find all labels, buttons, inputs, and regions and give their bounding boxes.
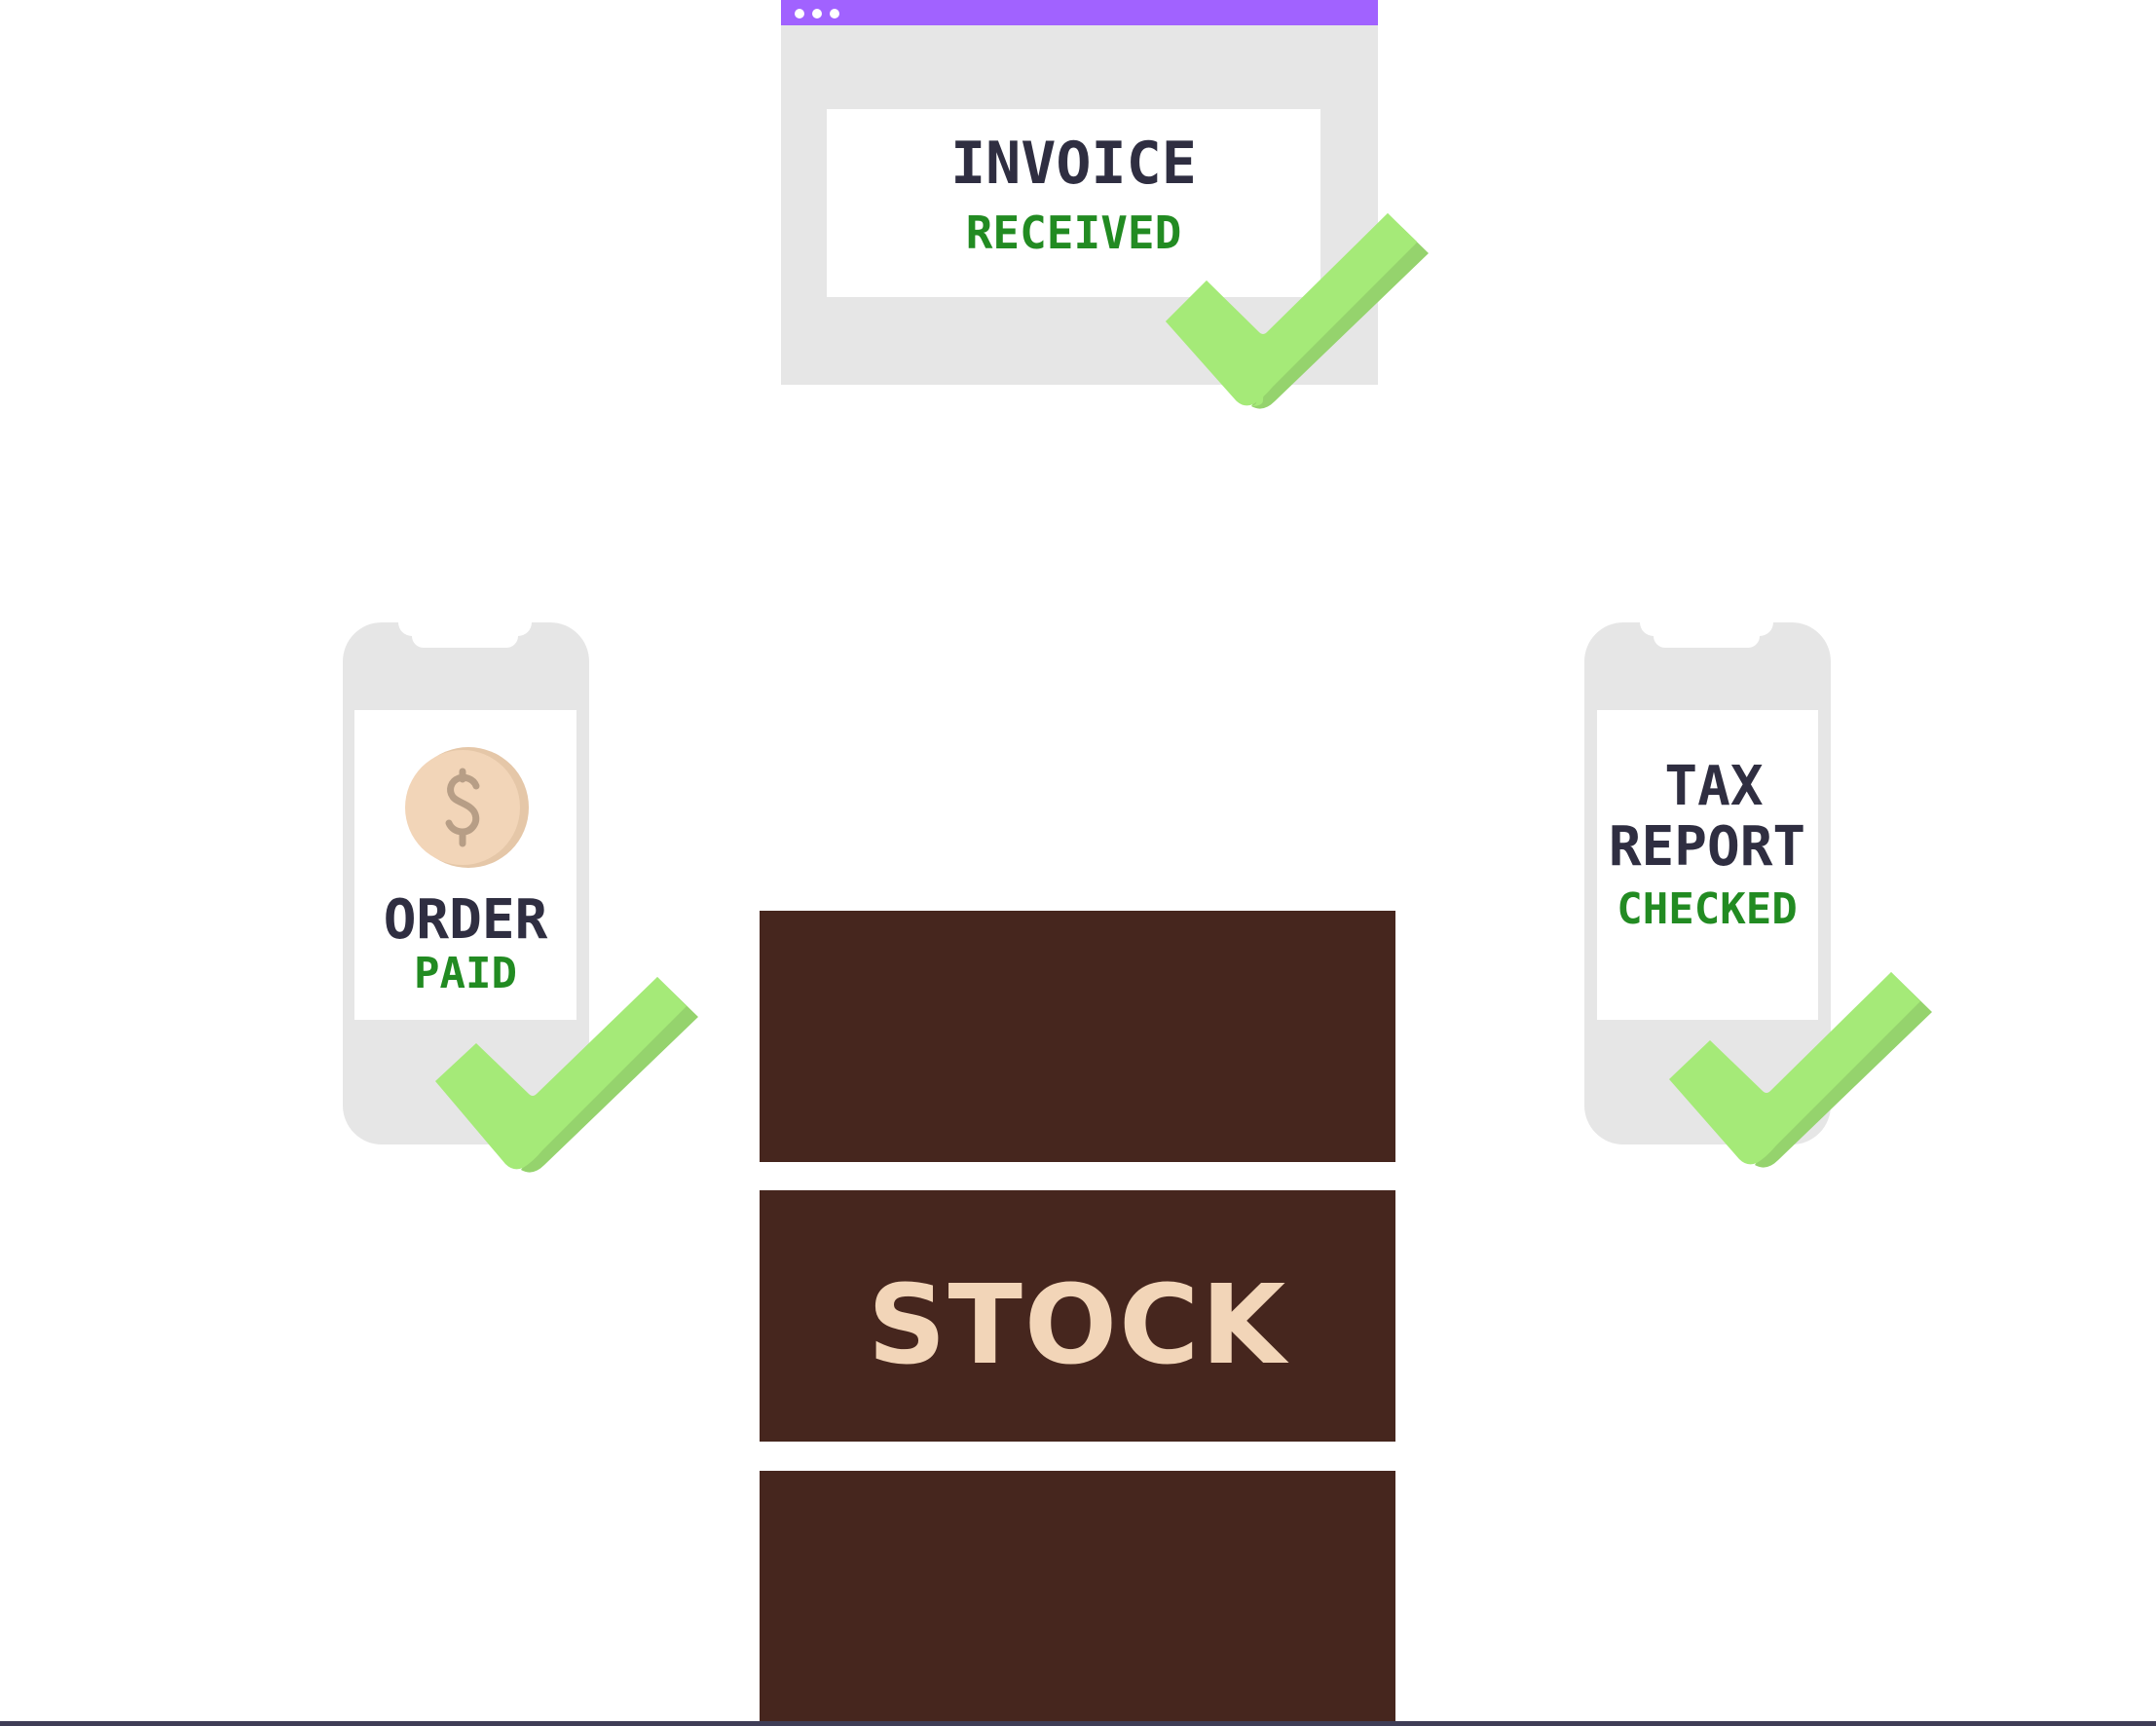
order-status: PAID	[414, 949, 517, 998]
tax-title-line2: REPORT	[1608, 815, 1806, 879]
tax-checkmark-icon	[1669, 972, 1932, 1168]
invoice-window-titlebar	[781, 0, 1378, 25]
stock-barrel	[760, 911, 1395, 1726]
invoice-panel	[827, 109, 1320, 297]
stock-label: STOCK	[867, 1262, 1288, 1389]
order-phone	[343, 622, 589, 1144]
order-checkmark-icon	[435, 977, 698, 1173]
stock-band-middle	[760, 1190, 1395, 1442]
tax-phone-screen	[1597, 710, 1818, 1020]
tax-phone	[1584, 622, 1831, 1144]
invoice-status: RECEIVED	[965, 206, 1182, 259]
dollar-coin-icon	[405, 747, 529, 868]
stock-band-bottom	[760, 1471, 1395, 1726]
order-title: ORDER	[383, 888, 548, 952]
window-dot-icon	[795, 9, 804, 19]
invoice-window	[781, 0, 1378, 385]
tax-title-line1: TAX	[1664, 755, 1764, 818]
invoice-title: INVOICE	[950, 130, 1197, 198]
tax-status: CHECKED	[1617, 884, 1798, 934]
window-dot-icon	[830, 9, 839, 19]
window-dot-icon	[812, 9, 822, 19]
ground-line	[0, 1721, 2156, 1726]
invoice-checkmark-icon	[1166, 213, 1429, 409]
stock-band-top	[760, 911, 1395, 1162]
